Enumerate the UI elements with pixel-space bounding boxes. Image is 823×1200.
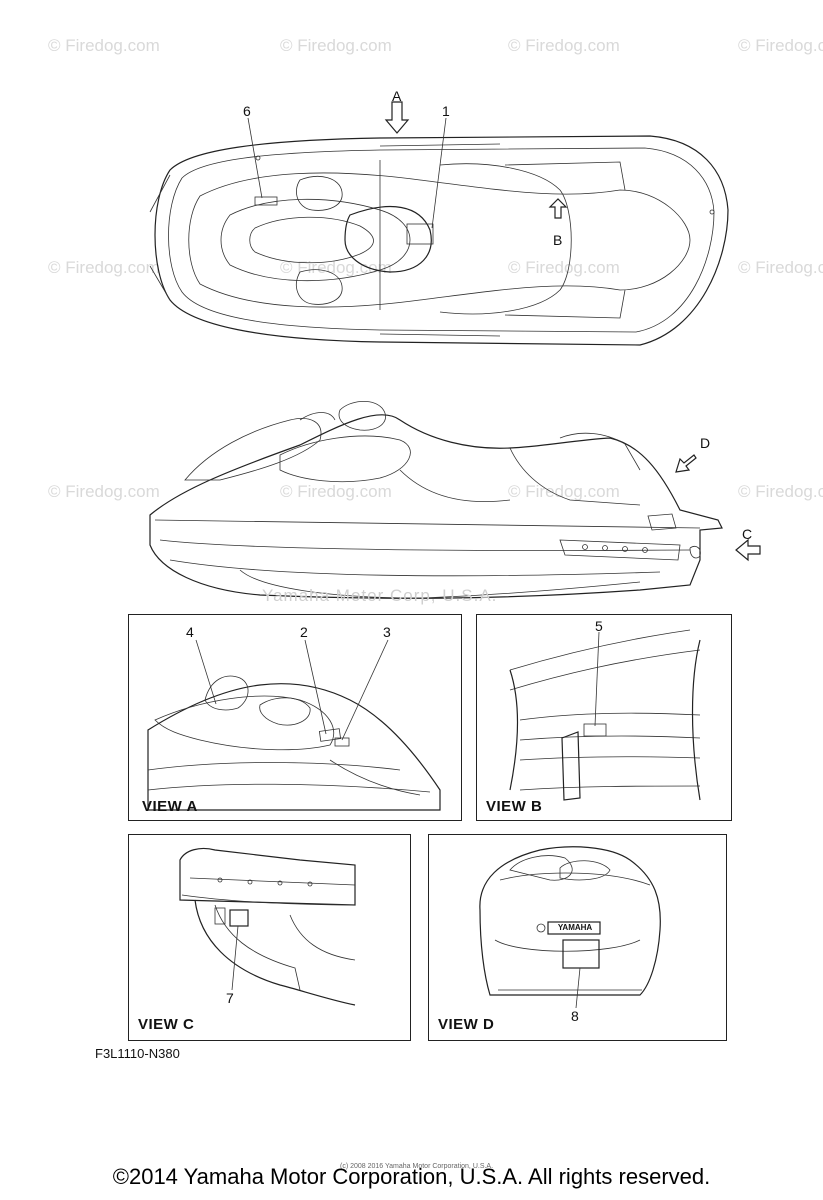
watermark: © Firedog.com — [738, 482, 823, 501]
view-arrow-label-c: C — [742, 526, 753, 542]
view-a-label: VIEW A — [142, 798, 198, 815]
view-a-panel — [128, 614, 462, 821]
watermark: © Firedog.com — [738, 36, 823, 55]
part-code: F3L1110-N380 — [95, 1046, 180, 1061]
copyright-footer: ©2014 Yamaha Motor Corporation, U.S.A. A… — [112, 1164, 711, 1189]
watermark: © Firedog.com — [280, 482, 392, 501]
callout-3: 3 — [383, 624, 391, 640]
top-view-hull — [149, 101, 729, 346]
yamaha-badge: YAMAHA — [557, 923, 593, 932]
watermark: © Firedog.com — [48, 258, 160, 277]
view-d-panel — [428, 834, 727, 1041]
callout-1: 1 — [442, 103, 450, 119]
callout-2: 2 — [300, 624, 308, 640]
view-b-panel — [476, 614, 732, 821]
view-arrow-label-a: A — [392, 88, 402, 104]
callout-6: 6 — [243, 103, 251, 119]
view-b-label: VIEW B — [486, 798, 543, 815]
callout-4: 4 — [186, 624, 194, 640]
view-arrow-label-b: B — [553, 232, 563, 248]
tiny-copyright: (c) 2008 2016 Yamaha Motor Corporation, … — [340, 1163, 494, 1170]
watermark: © Firedog.com — [508, 482, 620, 501]
watermark: © Firedog.com — [48, 36, 160, 55]
watermark: © Firedog.com — [508, 258, 620, 277]
view-c-panel — [128, 834, 411, 1041]
view-a-drawing — [147, 639, 441, 811]
callout-7: 7 — [226, 990, 234, 1006]
view-c-label: VIEW C — [138, 1016, 195, 1033]
callout-8: 8 — [571, 1008, 579, 1024]
view-d-label: VIEW D — [438, 1016, 495, 1033]
side-view-hull — [149, 401, 761, 599]
watermark: © Firedog.com — [280, 36, 392, 55]
watermark: © Firedog.com — [508, 36, 620, 55]
view-c-drawing — [179, 847, 356, 1006]
center-watermark: Yamaha Motor Corp, U.S.A. — [262, 586, 498, 605]
callout-5: 5 — [595, 618, 603, 634]
view-d-drawing — [479, 846, 661, 1009]
view-b-drawing — [509, 629, 701, 801]
view-arrow-label-d: D — [700, 435, 711, 451]
watermark: © Firedog.com — [738, 258, 823, 277]
watermark: © Firedog.com — [48, 482, 160, 501]
